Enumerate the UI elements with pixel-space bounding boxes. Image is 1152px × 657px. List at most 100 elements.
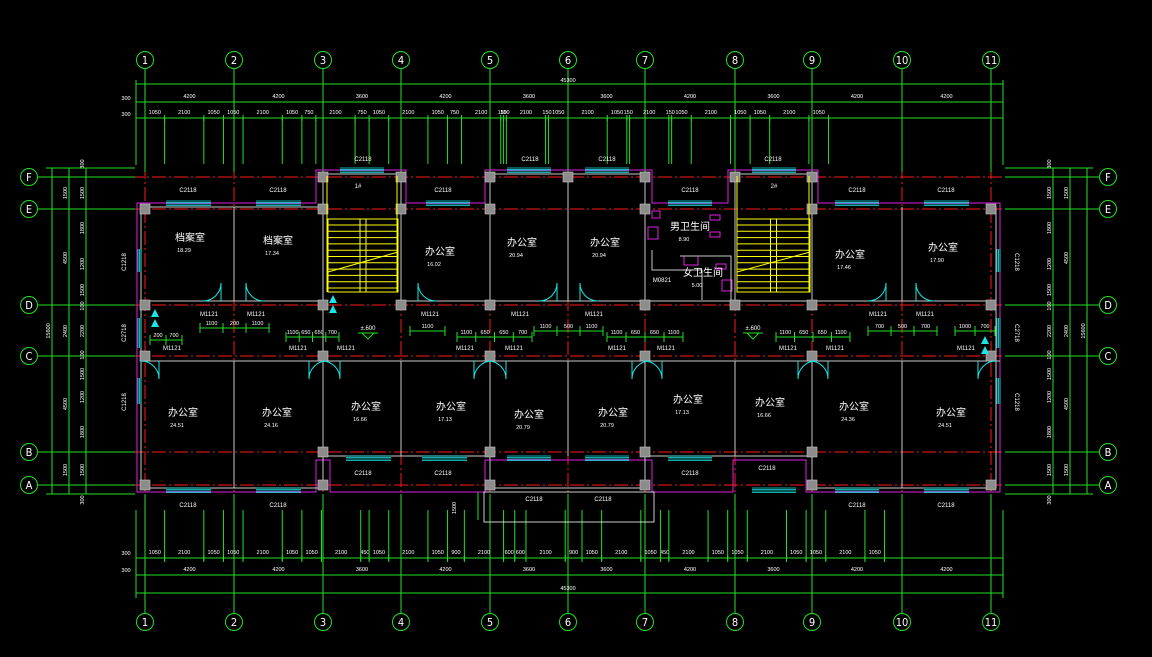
door-label: M1121 <box>505 346 524 352</box>
room-name: 档案室 <box>263 234 293 247</box>
top-detail-dim-text: 150 <box>500 110 509 116</box>
room-area: 20.79 <box>516 425 530 431</box>
column <box>729 171 741 183</box>
room-area: 17.34 <box>265 251 279 257</box>
corridor-dim-text: 1100 <box>206 321 218 327</box>
axis-bubble-label: 2 <box>231 54 237 67</box>
bottom-axis-dim-text: 3600 <box>523 567 535 573</box>
axis-bubble-label: F <box>1105 171 1111 184</box>
axis-bubble-label: 9 <box>809 54 815 67</box>
window-label: C2718 <box>1013 324 1019 342</box>
bottom-detail-dim-text: 1050 <box>227 550 239 556</box>
window-label: C2118 <box>434 471 452 477</box>
right-detail-text: 1800 <box>1047 222 1053 234</box>
column <box>317 350 329 362</box>
axis-bubble-label: E <box>1105 203 1111 216</box>
axis-bubble-5 <box>481 613 499 631</box>
column <box>639 203 651 215</box>
axis-bubble-1 <box>136 51 154 69</box>
axis-bubble-label: 1 <box>142 54 148 67</box>
column <box>139 479 151 491</box>
corridor-dim-text: 500 <box>898 324 907 330</box>
column <box>317 446 329 458</box>
door-label: M1121 <box>957 346 976 352</box>
toilet-partition <box>680 255 732 300</box>
top-detail-dim-text: 1050 <box>208 110 220 116</box>
axis-bubble-label: 6 <box>565 616 571 629</box>
top-detail-dim-text: 2100 <box>705 110 717 116</box>
column <box>139 203 151 215</box>
toilet-fixture <box>721 279 733 292</box>
corridor-dim-text: 1100 <box>611 330 623 336</box>
room-area: 17.46 <box>837 265 851 271</box>
bottom-axis-dim-text: 3600 <box>767 567 779 573</box>
bottom-detail-dim-text: 600 <box>505 550 514 556</box>
bottom-detail-dim-text: 900 <box>451 550 460 556</box>
left-axis-text: 4500 <box>63 252 69 264</box>
window-label: C2118 <box>179 188 197 194</box>
top-detail-dim-text: 1050 <box>373 110 385 116</box>
left-detail-text: 2200 <box>80 325 86 337</box>
bottom-detail-dim-text: 1050 <box>286 550 298 556</box>
bottom-detail-dim-text: 2100 <box>402 550 414 556</box>
level-mark: ±.600 <box>746 326 762 332</box>
column <box>317 203 329 215</box>
fire-extinguisher-icon <box>329 305 337 313</box>
left-detail-text: 1500 <box>80 187 86 199</box>
axis-bubble-11 <box>982 613 1000 631</box>
right-detail-text: 2200 <box>1047 325 1053 337</box>
right-axis-text: 1500 <box>1064 464 1070 476</box>
column <box>395 203 407 215</box>
bottom-detail-dim-text: 1050 <box>208 550 220 556</box>
room-name: 女卫生间 <box>683 266 723 279</box>
axis-bubble-A <box>1099 476 1117 494</box>
door-label: M1121 <box>456 346 475 352</box>
window-label: C2118 <box>354 157 372 163</box>
corridor-dim-text: 650 <box>799 330 808 336</box>
top-detail-dim-text: 1050 <box>552 110 564 116</box>
corridor-dim-text: 1100 <box>779 330 791 336</box>
bottom-detail-dim-text: 2100 <box>615 550 627 556</box>
canopy-dim <box>458 491 479 520</box>
axis-bubble-B <box>20 443 38 461</box>
corridor-dim-text: 700 <box>518 330 527 336</box>
stair-1-break <box>327 251 399 273</box>
column <box>985 203 997 215</box>
door-label: M1121 <box>916 312 935 318</box>
axis-bubble-10 <box>893 613 911 631</box>
column <box>639 299 651 311</box>
room-name: 办公室 <box>262 406 292 419</box>
column <box>985 299 997 311</box>
left-axis-text: 1500 <box>63 187 69 199</box>
bottom-detail-dim-text: 2100 <box>257 550 269 556</box>
door-label: M1121 <box>511 312 530 318</box>
right-detail-text: 100 <box>1047 301 1053 310</box>
axis-bubble-7 <box>636 51 654 69</box>
window-label: C2718 <box>122 324 128 342</box>
room-name: 办公室 <box>928 241 958 254</box>
top-detail-dim-text: 750 <box>450 110 459 116</box>
bottom-detail-dim-text: 2100 <box>478 550 490 556</box>
corridor-dim-text: 1100 <box>835 330 847 336</box>
door <box>417 282 437 302</box>
bottom-axis-dim-text: 4200 <box>684 567 696 573</box>
axis-bubble-E <box>1099 200 1117 218</box>
right-detail-text: 300 <box>1047 159 1053 168</box>
left-detail-text: 1800 <box>80 426 86 438</box>
right-axis-text: 2400 <box>1064 325 1070 337</box>
column <box>484 446 496 458</box>
room-name: 办公室 <box>835 248 865 261</box>
top-detail-dim-text: 1050 <box>754 110 766 116</box>
left-axis-text: 1500 <box>63 464 69 476</box>
right-detail-text: 1500 <box>1047 187 1053 199</box>
axis-bubble-D <box>20 296 38 314</box>
top-detail-dim-text: 2100 <box>178 110 190 116</box>
room-area: 16.66 <box>757 413 771 419</box>
stair-2-label: 2# <box>771 184 778 190</box>
bottom-detail-dim-text: 1050 <box>731 550 743 556</box>
column <box>317 479 329 491</box>
column <box>484 479 496 491</box>
room-area: 24.16 <box>264 423 278 429</box>
level-symbol <box>358 332 378 340</box>
column <box>484 299 496 311</box>
